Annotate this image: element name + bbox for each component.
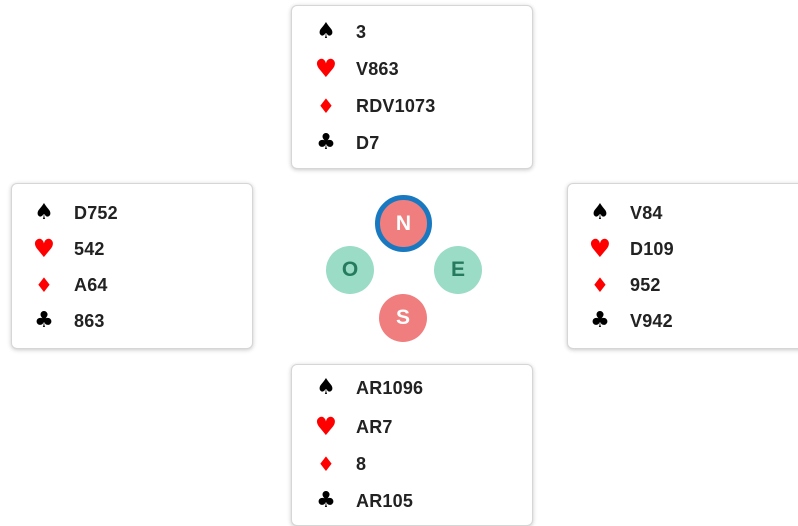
cards-clubs: 863 (74, 311, 105, 331)
hand-south: ♠ AR1096 ♥ AR7 ♦ 8 ♣ AR105 (291, 364, 533, 526)
seat-west-button[interactable]: O (326, 246, 374, 294)
hearts-icon: ♥ (588, 234, 612, 263)
cards-diamonds: RDV1073 (356, 96, 436, 116)
suit-row-spades: ♠ 3 (314, 19, 366, 45)
cards-diamonds: 8 (356, 454, 367, 474)
cards-hearts: V863 (356, 59, 399, 79)
clubs-icon: ♣ (590, 308, 610, 333)
hearts-icon: ♥ (314, 54, 338, 83)
cards-hearts: 542 (74, 239, 105, 259)
cards-spades: 3 (356, 22, 367, 42)
clubs-icon: ♣ (316, 130, 336, 155)
cards-clubs: D7 (356, 133, 380, 153)
cards-hearts: D109 (630, 239, 674, 259)
spades-icon: ♠ (590, 200, 610, 225)
suit-row-spades: ♠ AR1096 (314, 375, 423, 401)
suit-row-diamonds: ♦ 952 (588, 272, 661, 298)
suit-row-hearts: ♥ 542 (32, 236, 105, 262)
hearts-icon: ♥ (314, 412, 338, 441)
hand-west: ♠ D752 ♥ 542 ♦ A64 ♣ 863 (11, 183, 253, 349)
spades-icon: ♠ (34, 200, 54, 225)
seat-north-button[interactable]: N (375, 195, 432, 252)
hand-east: ♠ V84 ♥ D109 ♦ 952 ♣ V942 (567, 183, 798, 349)
suit-row-diamonds: ♦ A64 (32, 272, 108, 298)
suit-row-diamonds: ♦ RDV1073 (314, 93, 435, 119)
seat-south-button[interactable]: S (379, 294, 427, 342)
suit-row-hearts: ♥ AR7 (314, 414, 393, 440)
spades-icon: ♠ (316, 19, 336, 44)
suit-row-clubs: ♣ AR105 (314, 488, 413, 514)
diamonds-icon: ♦ (591, 273, 609, 297)
cards-clubs: V942 (630, 311, 673, 331)
suit-row-spades: ♠ D752 (32, 200, 118, 226)
spades-icon: ♠ (316, 375, 336, 400)
cards-diamonds: 952 (630, 275, 661, 295)
suit-row-clubs: ♣ D7 (314, 130, 379, 156)
hearts-icon: ♥ (32, 234, 56, 263)
cards-spades: D752 (74, 203, 118, 223)
diamonds-icon: ♦ (317, 94, 335, 118)
suit-row-clubs: ♣ V942 (588, 308, 673, 334)
seat-east-button[interactable]: E (434, 246, 482, 294)
cards-spades: AR1096 (356, 378, 424, 398)
clubs-icon: ♣ (34, 308, 54, 333)
suit-row-diamonds: ♦ 8 (314, 451, 366, 477)
suit-row-hearts: ♥ V863 (314, 56, 399, 82)
clubs-icon: ♣ (316, 488, 336, 513)
cards-clubs: AR105 (356, 491, 414, 511)
diamonds-icon: ♦ (317, 452, 335, 476)
cards-hearts: AR7 (356, 417, 393, 437)
diamonds-icon: ♦ (35, 273, 53, 297)
suit-row-hearts: ♥ D109 (588, 236, 674, 262)
cards-diamonds: A64 (74, 275, 108, 295)
suit-row-spades: ♠ V84 (588, 200, 663, 226)
cards-spades: V84 (630, 203, 663, 223)
suit-row-clubs: ♣ 863 (32, 308, 105, 334)
hand-north: ♠ 3 ♥ V863 ♦ RDV1073 ♣ D7 (291, 5, 533, 169)
